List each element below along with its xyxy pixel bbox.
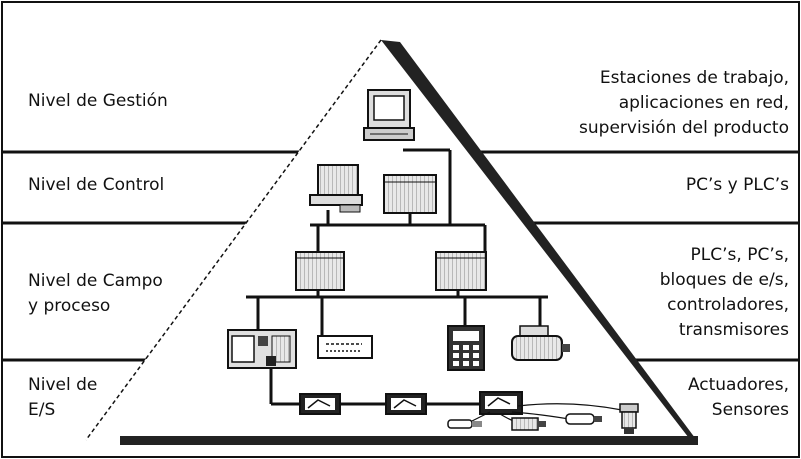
label-line: Nivel de xyxy=(28,375,98,395)
io-module-icon xyxy=(299,393,341,415)
description-line: Sensores xyxy=(711,400,789,420)
network-wiring xyxy=(246,148,548,406)
description-line: PLC’s, PC’s, xyxy=(690,245,789,265)
description-line: Estaciones de trabajo, xyxy=(599,68,789,88)
pyramid-left-edge xyxy=(85,39,382,441)
level-description-campo: PLC’s, PC’s, bloques de e/s, controlador… xyxy=(660,243,789,343)
label-line: Nivel de Control xyxy=(28,175,165,195)
workstation-icon xyxy=(363,89,415,141)
sensor-icon xyxy=(447,419,482,429)
level-description-gestion: Estaciones de trabajo, aplicaciones en r… xyxy=(579,66,789,141)
level-label-campo: Nivel de Campo y proceso xyxy=(28,269,163,319)
level-description-es: Actuadores, Sensores xyxy=(688,373,789,423)
plc-icon xyxy=(295,251,345,291)
transmitter-icon xyxy=(317,335,373,359)
level-label-control: Nivel de Control xyxy=(28,173,164,198)
io-module-icon xyxy=(385,393,427,415)
description-line: aplicaciones en red, xyxy=(618,93,789,113)
sensor-icon xyxy=(511,417,546,431)
description-line: supervisión del producto xyxy=(579,118,789,138)
description-line: controladores, xyxy=(667,295,789,315)
level-description-control: PC’s y PLC’s xyxy=(686,173,789,198)
label-line: Nivel de Campo xyxy=(28,271,163,291)
description-line: transmisores xyxy=(678,320,789,340)
actuator-icon xyxy=(619,403,639,434)
description-line: bloques de e/s, xyxy=(659,270,789,290)
description-line: Actuadores, xyxy=(687,375,789,395)
pyramid-shadow-edge xyxy=(381,40,698,442)
controller-icon xyxy=(447,325,485,371)
level-label-gestion: Nivel de Gestión xyxy=(28,89,168,114)
io-module-icon xyxy=(479,391,523,415)
plc-icon xyxy=(435,251,487,291)
plc-icon xyxy=(383,174,437,214)
pc-icon xyxy=(309,164,363,213)
description-line: PC’s y PLC’s xyxy=(685,175,789,195)
label-line: Nivel de Gestión xyxy=(28,91,168,111)
level-label-es: Nivel de E/S xyxy=(28,373,97,423)
pyramid-base xyxy=(120,436,698,445)
sensor-icon xyxy=(565,413,602,425)
label-line: y proceso xyxy=(28,296,111,316)
motor-icon xyxy=(511,325,570,361)
label-line: E/S xyxy=(28,400,56,420)
drive-icon xyxy=(227,329,297,369)
